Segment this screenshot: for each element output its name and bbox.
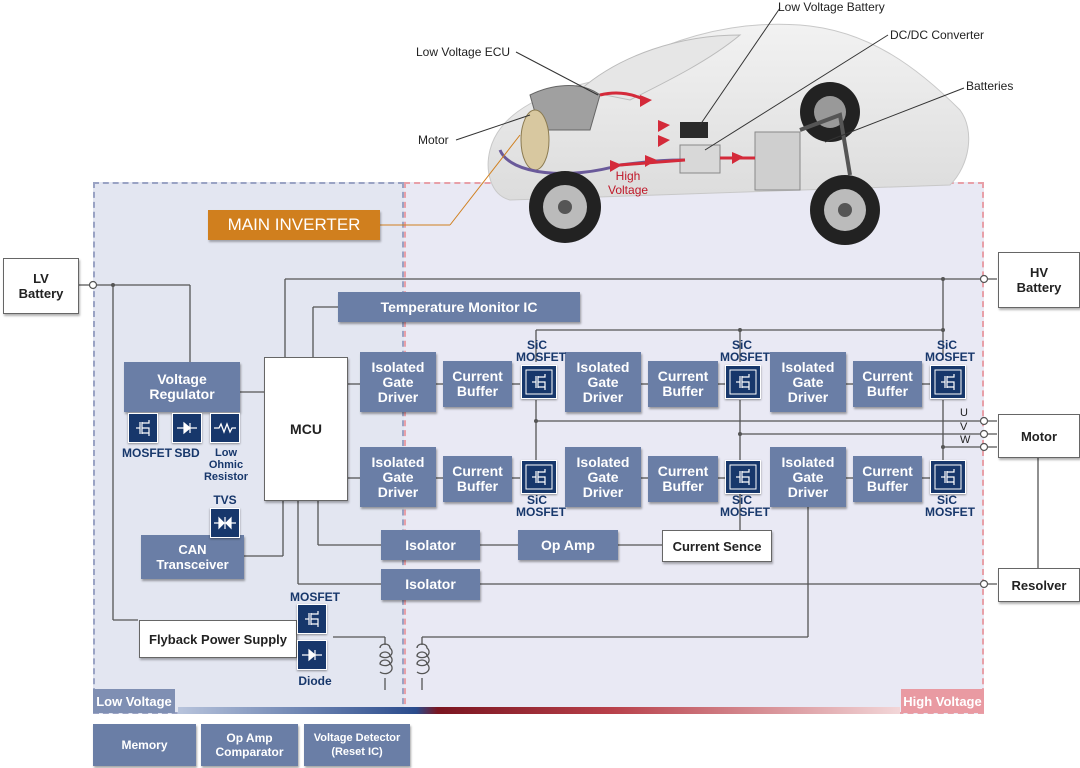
resolver-box: Resolver: [998, 568, 1080, 602]
mosfet-label: MOSFET: [122, 446, 172, 460]
callout-motor: Motor: [418, 133, 449, 147]
sic-mosfet-icon: [521, 460, 557, 494]
rear-wheel: [810, 175, 880, 245]
tvs-diode-icon: [210, 508, 240, 538]
phase-v-label: V: [960, 421, 968, 433]
sic-mosfet-icon: [521, 365, 557, 399]
callout-dcdc-converter: DC/DC Converter: [890, 28, 985, 42]
sic-mosfet-label-top-1: SiC MOSFET: [516, 338, 566, 364]
tvs-label: TVS: [213, 493, 237, 507]
diode-icon: [297, 640, 327, 670]
flyback-mosfet-label: MOSFET: [290, 590, 340, 604]
op-amp: Op Amp: [518, 530, 618, 560]
voltage-regulator: Voltage Regulator: [124, 362, 240, 412]
sic-mosfet-icon: [930, 460, 966, 494]
current-buffer-bottom-3: Current Buffer: [853, 456, 922, 502]
voltage-detector-chip: Voltage Detector (Reset IC): [304, 724, 410, 766]
sic-mosfet-label-bottom-2: SiC MOSFET: [720, 493, 770, 519]
gate-driver-bottom-2: Isolated Gate Driver: [565, 447, 641, 507]
current-buffer-top-1: Current Buffer: [443, 361, 512, 407]
car-illustration: [487, 23, 970, 245]
mcu: MCU: [264, 357, 348, 501]
sic-mosfet-icon: [930, 365, 966, 399]
phase-u-label: U: [960, 407, 968, 419]
memory-chip: Memory: [93, 724, 196, 766]
voltage-gradient-bar: [178, 707, 900, 714]
gate-driver-bottom-3: Isolated Gate Driver: [770, 447, 846, 507]
high-voltage-zone: [404, 182, 984, 714]
gate-driver-top-1: Isolated Gate Driver: [360, 352, 436, 412]
front-wheel: [529, 171, 601, 243]
callout-high-voltage: High Voltage: [608, 169, 649, 197]
sbd-label: SBD: [174, 446, 200, 460]
gate-driver-bottom-1: Isolated Gate Driver: [360, 447, 436, 507]
op-amp-comparator-chip: Op Amp Comparator: [201, 724, 298, 766]
phase-w-label: W: [960, 434, 971, 446]
current-buffer-top-3: Current Buffer: [853, 361, 922, 407]
sic-mosfet-icon: [725, 460, 761, 494]
lv-battery-part: [680, 122, 708, 138]
lv-battery-box: LV Battery: [3, 258, 79, 314]
sic-mosfet-icon: [725, 365, 761, 399]
callout-low-voltage-battery: Low Voltage Battery: [778, 0, 885, 14]
sbd-diode-icon: [172, 413, 202, 443]
isolator-1: Isolator: [381, 530, 480, 560]
current-buffer-bottom-2: Current Buffer: [648, 456, 718, 502]
diode-label: Diode: [298, 674, 332, 688]
sic-mosfet-label-bottom-1: SiC MOSFET: [516, 493, 566, 519]
battery-part: [754, 131, 801, 191]
temperature-monitor-ic: Temperature Monitor IC: [338, 292, 580, 322]
current-buffer-top-2: Current Buffer: [648, 361, 718, 407]
sic-mosfet-label-top-3: SiC MOSFET: [925, 338, 975, 364]
low-ohmic-resistor-label: Low Ohmic Resistor: [203, 447, 249, 483]
flyback-power-supply: Flyback Power Supply: [139, 620, 297, 658]
callout-low-voltage-ecu: Low Voltage ECU: [416, 45, 511, 59]
gate-driver-top-3: Isolated Gate Driver: [770, 352, 846, 412]
current-buffer-bottom-1: Current Buffer: [443, 456, 512, 502]
mosfet-icon: [128, 413, 158, 443]
can-transceiver: CAN Transceiver: [141, 535, 244, 579]
low-voltage-legend: Low Voltage: [93, 689, 175, 713]
isolator-2: Isolator: [381, 569, 480, 600]
hv-battery-box: HV Battery: [998, 252, 1080, 308]
main-inverter-label: MAIN INVERTER: [208, 210, 380, 240]
sic-mosfet-label-bottom-3: SiC MOSFET: [925, 493, 975, 519]
sic-mosfet-label-top-2: SiC MOSFET: [720, 338, 770, 364]
gate-driver-top-2: Isolated Gate Driver: [565, 352, 641, 412]
low-ohmic-resistor-icon: [210, 413, 240, 443]
callout-batteries: Batteries: [966, 79, 1014, 93]
flyback-mosfet-icon: [297, 604, 327, 634]
motor-box: Motor: [998, 414, 1080, 458]
high-voltage-legend: High Voltage: [901, 689, 984, 713]
current-sence: Current Sence: [662, 530, 772, 562]
